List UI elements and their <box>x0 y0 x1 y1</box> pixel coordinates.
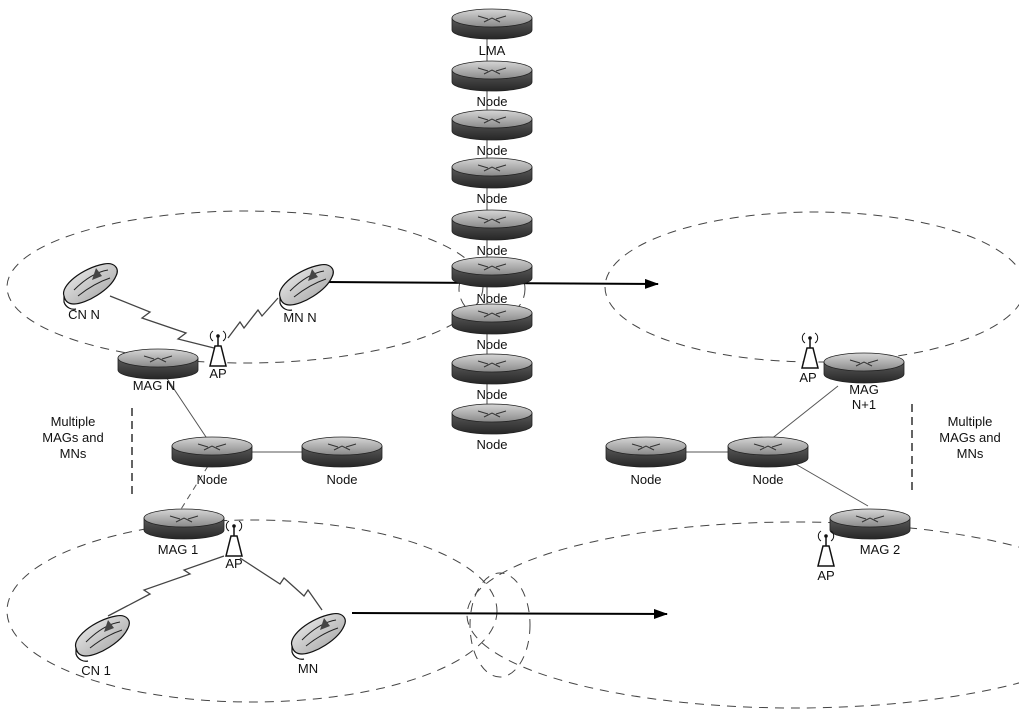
router-icon <box>171 436 253 468</box>
phone-icon <box>278 264 334 311</box>
note-left-line2: MAGs and <box>42 430 103 445</box>
cn-n-label: CN N <box>68 307 100 322</box>
domain-ellipse-top-right <box>604 211 1019 363</box>
chain-node-label: Node <box>476 191 507 206</box>
mag-2-router-icon <box>829 508 911 540</box>
overlap-ellipse-bottom <box>469 572 531 678</box>
note-left-line1: Multiple <box>51 414 96 429</box>
note-right-line1: Multiple <box>948 414 993 429</box>
chain-node-label: Node <box>476 387 507 402</box>
chain-node-label: Node <box>476 337 507 352</box>
wireless-link-mn <box>239 557 323 611</box>
ap-label: AP <box>209 366 226 381</box>
mag-1-router-icon <box>143 508 225 540</box>
node-label: Node <box>196 472 227 487</box>
mag-n-router-icon <box>117 348 199 380</box>
access-point-icon <box>801 332 819 369</box>
router-icon <box>451 353 533 385</box>
router-icon <box>451 303 533 335</box>
note-right-line3: MNs <box>957 446 984 461</box>
wireless-link-cn-1 <box>107 555 225 617</box>
link-node-mag-n1 <box>769 385 839 441</box>
router-icon <box>605 436 687 468</box>
router-icon <box>301 436 383 468</box>
node-label: Node <box>326 472 357 487</box>
note-right-line2: MAGs and <box>939 430 1000 445</box>
wireless-link-mn-n <box>227 297 279 339</box>
phone-icon <box>74 615 130 662</box>
lma-label: LMA <box>479 43 506 58</box>
domain-ellipse-bottom-left <box>6 519 498 703</box>
node-label: Node <box>630 472 661 487</box>
access-point-icon <box>817 530 835 567</box>
router-icon <box>451 256 533 288</box>
mn-label: MN <box>298 661 318 676</box>
router-icon <box>451 403 533 435</box>
phone-icon <box>290 613 346 660</box>
movement-arrow-bottom <box>351 608 668 619</box>
chain-node-label: Node <box>476 94 507 109</box>
ap-label: AP <box>817 568 834 583</box>
mag-n1-label-line2: N+1 <box>852 397 876 412</box>
domain-ellipse-bottom-right <box>466 521 1019 709</box>
access-point-icon <box>209 330 227 367</box>
access-point-icon <box>225 520 243 557</box>
mag-1-label: MAG 1 <box>158 542 198 557</box>
link-node-mag-1 <box>177 465 209 515</box>
ap-label: AP <box>225 556 242 571</box>
router-icon <box>451 60 533 92</box>
link-mag-n-node <box>159 367 209 441</box>
note-left-line3: MNs <box>60 446 87 461</box>
mag-2-label: MAG 2 <box>860 542 900 557</box>
cn-1-label: CN 1 <box>81 663 111 678</box>
router-icon <box>451 157 533 189</box>
link-node-mag-2 <box>791 461 869 507</box>
chain-node-label: Node <box>476 437 507 452</box>
ap-label: AP <box>799 370 816 385</box>
mag-n1-router-icon <box>823 352 905 384</box>
phone-icon <box>62 263 118 310</box>
mag-n-label: MAG N <box>133 378 176 393</box>
chain-node-label: Node <box>476 291 507 306</box>
chain-node-label: Node <box>476 143 507 158</box>
router-icon <box>451 109 533 141</box>
chain-node-label: Node <box>476 243 507 258</box>
wireless-link-cn-n <box>109 295 215 349</box>
router-icon <box>451 209 533 241</box>
node-label: Node <box>752 472 783 487</box>
lma-router-icon <box>451 8 533 40</box>
router-icon <box>727 436 809 468</box>
mn-n-label: MN N <box>283 310 316 325</box>
mag-n1-label-line1: MAG <box>849 382 879 397</box>
